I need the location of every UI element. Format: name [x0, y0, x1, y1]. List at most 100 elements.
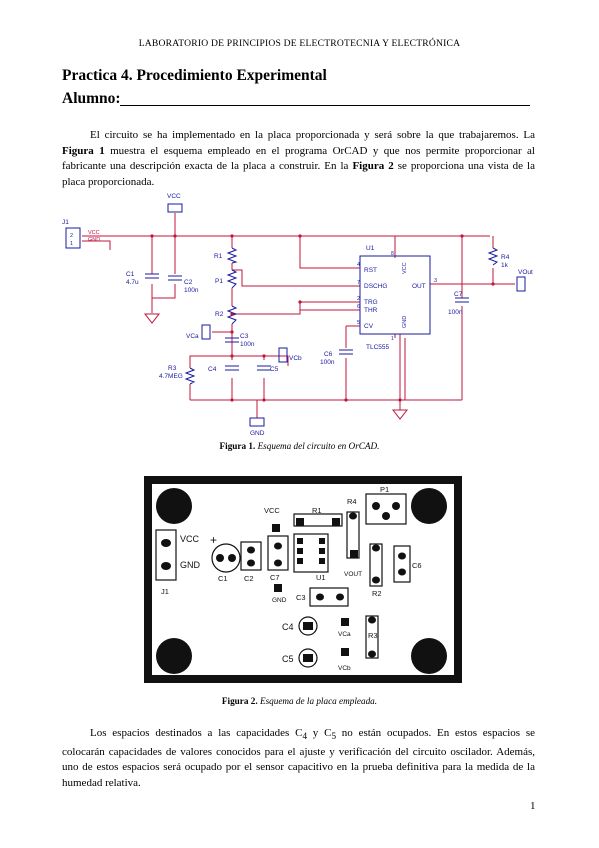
pcb-r4-label: R4 [347, 497, 357, 506]
cv-label: CV [364, 323, 374, 330]
running-header: LABORATORIO DE PRINCIPIOS DE ELECTROTECN… [138, 38, 461, 49]
ic-tlc555 [359, 255, 431, 335]
pcb-vcb-label: VCb [338, 665, 351, 672]
chip-vcc-label: VCC [402, 262, 408, 274]
out-label: OUT [412, 283, 426, 290]
r4-value: 1k [501, 262, 509, 269]
ground-symbol [143, 313, 161, 324]
pin-3: 3 [434, 278, 437, 284]
c4-capacitor [225, 365, 239, 371]
p1-label: P1 [215, 278, 223, 285]
r2-resistor [226, 305, 238, 325]
r1-label: R1 [214, 253, 223, 260]
r4-label: R4 [501, 254, 510, 261]
rst-wire [299, 236, 360, 269]
j1-footprint [155, 529, 177, 581]
vcc-flag [167, 203, 183, 213]
pin-1: 1 [391, 336, 394, 342]
capacitor-spaces-paragraph: Los espacios destinados a las capacidade… [62, 726, 535, 792]
c2-label: C2 [184, 279, 193, 286]
para2-text-3: no están ocupados. En estos espacios se … [62, 727, 536, 789]
c1-footprint [211, 543, 241, 573]
c4-subscript: 4 [302, 731, 308, 742]
pcb-p1-label: P1 [380, 485, 389, 494]
pcb-c3-label: C3 [296, 593, 306, 602]
c3-value: 100n [240, 341, 255, 348]
r3-label: R3 [168, 365, 177, 372]
trg-thr-wire [232, 301, 360, 315]
figure1-caption-text: Esquema del circuito en OrCAD. [255, 441, 380, 451]
r1-resistor [226, 247, 238, 264]
dschg-label: DSCHG [364, 283, 387, 290]
c5-footprint [298, 648, 318, 668]
c5-capacitor [257, 365, 271, 371]
vca-pad [341, 618, 349, 626]
c3-label: C3 [240, 333, 249, 340]
c1-value: 4.7u [126, 279, 139, 286]
j1-gnd-net: GND [88, 237, 100, 243]
pcb-c5-label: C5 [282, 654, 294, 664]
p1-footprint [365, 493, 407, 525]
c4-label: C4 [208, 366, 217, 373]
pcb-c6-label: C6 [412, 561, 422, 570]
j1-label: J1 [62, 219, 69, 226]
chip-gnd-label: GND [402, 316, 408, 328]
figure2-caption-label: Figura 2. [221, 696, 258, 706]
pcb-vcc-pad-label: VCC [264, 506, 280, 515]
student-label: Alumno: [62, 90, 121, 107]
intro-text-3: se proporciona una vista de la placa pro… [62, 160, 535, 188]
pin-8: 8 [391, 251, 394, 257]
c3-node-wire [189, 340, 289, 366]
vout-pad [350, 550, 358, 558]
c6-value: 100n [320, 359, 335, 366]
pcb-vcc-label: VCC [180, 534, 200, 544]
page-number: 1 [530, 800, 536, 812]
rst-label: RST [364, 267, 377, 274]
pcb-layout: VCC GND J1 + C1 C2 C7 VCC GND R1 R4 P1 U… [144, 476, 462, 683]
c1-capacitor [145, 273, 159, 279]
pcb-j1-label: J1 [161, 587, 169, 596]
pin-4: 4 [357, 262, 360, 268]
r2-label: R2 [215, 311, 224, 318]
gnd-pad [274, 584, 282, 592]
c2-footprint [240, 541, 262, 571]
j1-pin2: 2 [70, 233, 73, 239]
pcb-r1-label: R1 [312, 506, 322, 515]
vcc-label: VCC [167, 193, 181, 200]
pin-6: 6 [357, 304, 360, 310]
c1-c2-wires [151, 236, 176, 299]
gnd-label: GND [250, 430, 265, 437]
vca-label: VCa [186, 333, 199, 340]
intro-text-2: muestra el esquema empleado en el progra… [62, 144, 535, 173]
c6-label: C6 [324, 351, 333, 358]
vca-flag [201, 324, 211, 340]
c6-capacitor [339, 349, 353, 355]
para2-text-2: y C [307, 727, 332, 739]
c3-footprint [309, 587, 349, 607]
pin-2: 2 [357, 296, 360, 302]
p1-wiper-wire [232, 269, 360, 287]
r3-resistor [184, 367, 196, 385]
figure1-caption-label: Figura 1. [219, 441, 256, 451]
thr-label: THR [364, 307, 378, 314]
pcb-c2-label: C2 [244, 574, 254, 583]
p1-potentiometer [226, 269, 238, 289]
vcc-pad [272, 524, 280, 532]
pcb-c7-label: C7 [270, 573, 280, 582]
u1-label: U1 [366, 245, 375, 252]
figure1-caption: Figura 1. Esquema del circuito en OrCAD. [0, 441, 599, 451]
pin-7: 7 [357, 280, 360, 286]
intro-text-1: El circuito se ha implementado en la pla… [90, 129, 535, 141]
figure2-ref: Figura 2 [352, 160, 394, 173]
pcb-u1-label: U1 [316, 573, 326, 582]
vout-label: VOut [518, 269, 533, 276]
j1-gnd-wire [82, 240, 111, 248]
pcb-gnd-pad-label: GND [272, 597, 287, 604]
j1-connector [65, 227, 81, 249]
pcb-r2-label: R2 [372, 589, 382, 598]
c5-subscript: 5 [331, 731, 337, 742]
j1-vcc-net: VCC [88, 230, 100, 236]
pin-5: 5 [357, 320, 360, 326]
pcb-c4-label: C4 [282, 622, 294, 632]
j1-pin1: 1 [70, 241, 73, 247]
